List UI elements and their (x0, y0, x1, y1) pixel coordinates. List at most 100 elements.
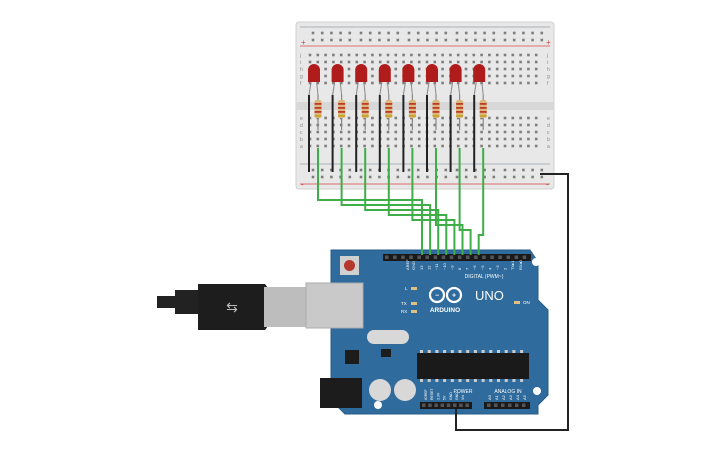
rail-plus-top-label-right: + (546, 38, 551, 47)
digital-pin-label: 13 (419, 265, 424, 270)
header-pin (466, 255, 470, 259)
breadboard-hole (464, 130, 468, 134)
reset-button-cap[interactable] (344, 260, 355, 271)
ground-return-wire (455, 173, 569, 431)
aref-label: AREF (405, 259, 410, 270)
rail-hole (378, 31, 381, 35)
breadboard-hole (347, 74, 351, 78)
signal-wire (364, 148, 440, 255)
breadboard-hole (449, 81, 452, 85)
row-letter: c (300, 130, 303, 136)
chip-pin (489, 379, 493, 382)
breadboard-hole (441, 137, 444, 141)
rail-hole (540, 175, 544, 179)
breadboard-hole (394, 137, 398, 141)
row-letter: h (547, 67, 550, 73)
rail-hole (503, 175, 507, 179)
resistor-band (408, 111, 416, 113)
breadboard-hole (511, 74, 515, 78)
breadboard-hole (449, 60, 452, 64)
breadboard-hole (534, 130, 538, 134)
breadboard-hole (425, 81, 429, 85)
red-led (308, 64, 320, 82)
resistor-band (361, 107, 369, 109)
breadboard-hole (464, 67, 468, 71)
breadboard-hole (347, 123, 351, 127)
header-pin (459, 403, 463, 407)
rail-hole (387, 31, 390, 35)
breadboard-hole (410, 144, 413, 148)
header-pin (515, 403, 519, 407)
resistor-band (361, 103, 369, 105)
analog-pin-label: A3 (508, 394, 513, 400)
logo-plus-icon: + (452, 293, 456, 300)
rail-hole (416, 168, 420, 172)
rail-hole (407, 175, 411, 179)
breadboard-hole (519, 74, 522, 78)
rail-hole (330, 175, 333, 179)
digital-header (383, 254, 531, 261)
row-letter: a (547, 144, 550, 150)
breadboard-hole (402, 53, 405, 57)
breadboard-hole (441, 81, 444, 85)
breadboard-hole (308, 81, 312, 85)
breadboard-hole (480, 130, 483, 134)
header-pin (385, 255, 389, 259)
header-pin (487, 403, 491, 407)
rail-hole (492, 31, 496, 35)
breadboard-hole (503, 81, 507, 85)
rail-hole (311, 168, 315, 172)
rail-hole (512, 175, 516, 179)
breadboard-hole (410, 60, 413, 64)
chip-pin (450, 379, 454, 382)
breadboard-hole (332, 81, 335, 85)
rail-hole (455, 31, 459, 35)
resistor-band (456, 107, 464, 109)
rail-hole (407, 168, 411, 172)
chip-pin (512, 350, 516, 353)
breadboard-hole (480, 123, 483, 127)
chip-pin (473, 379, 477, 382)
breadboard-hole (363, 53, 366, 57)
rail-hole (522, 38, 525, 42)
header-pin (409, 255, 413, 259)
breadboard-hole (534, 123, 538, 127)
breadboard-hole (425, 53, 429, 57)
breadboard-hole (511, 67, 515, 71)
digital-label: DIGITAL (PWM~) (465, 274, 504, 280)
breadboard-hole (394, 123, 398, 127)
rail-hole (483, 168, 486, 172)
breadboard-hole (339, 144, 343, 148)
breadboard-hole (495, 74, 499, 78)
header-pin (465, 403, 469, 407)
breadboard-hole (417, 116, 421, 120)
header-pin (441, 255, 446, 259)
breadboard-hole (347, 130, 351, 134)
power-pin-label: IOREF (424, 389, 428, 400)
breadboard-hole (495, 67, 499, 71)
resistor-band (314, 111, 322, 113)
analog-pin-label: A4 (515, 394, 520, 400)
header-pin (514, 255, 519, 259)
row-letter: c (547, 130, 550, 136)
usb-icon: ⇆ (226, 299, 238, 315)
breadboard-hole (495, 60, 499, 64)
header-pin (508, 403, 512, 407)
breadboard-hole (378, 81, 382, 85)
breadboard-hole (534, 137, 538, 141)
breadboard-hole (316, 60, 320, 64)
logo-minus-icon: − (435, 293, 439, 300)
analog-label: ANALOG IN (494, 389, 522, 395)
rail-hole (416, 31, 420, 35)
rx-label: RX (401, 309, 407, 314)
breadboard-hole (464, 137, 468, 141)
digital-pin-label: 4 (487, 267, 492, 270)
breadboard-hole (324, 123, 327, 127)
breadboard-hole (410, 130, 413, 134)
breadboard-hole (394, 67, 398, 71)
chip-pin (435, 350, 439, 353)
breadboard-hole (464, 74, 468, 78)
rail-hole (320, 168, 324, 172)
rail-hole (464, 38, 468, 42)
